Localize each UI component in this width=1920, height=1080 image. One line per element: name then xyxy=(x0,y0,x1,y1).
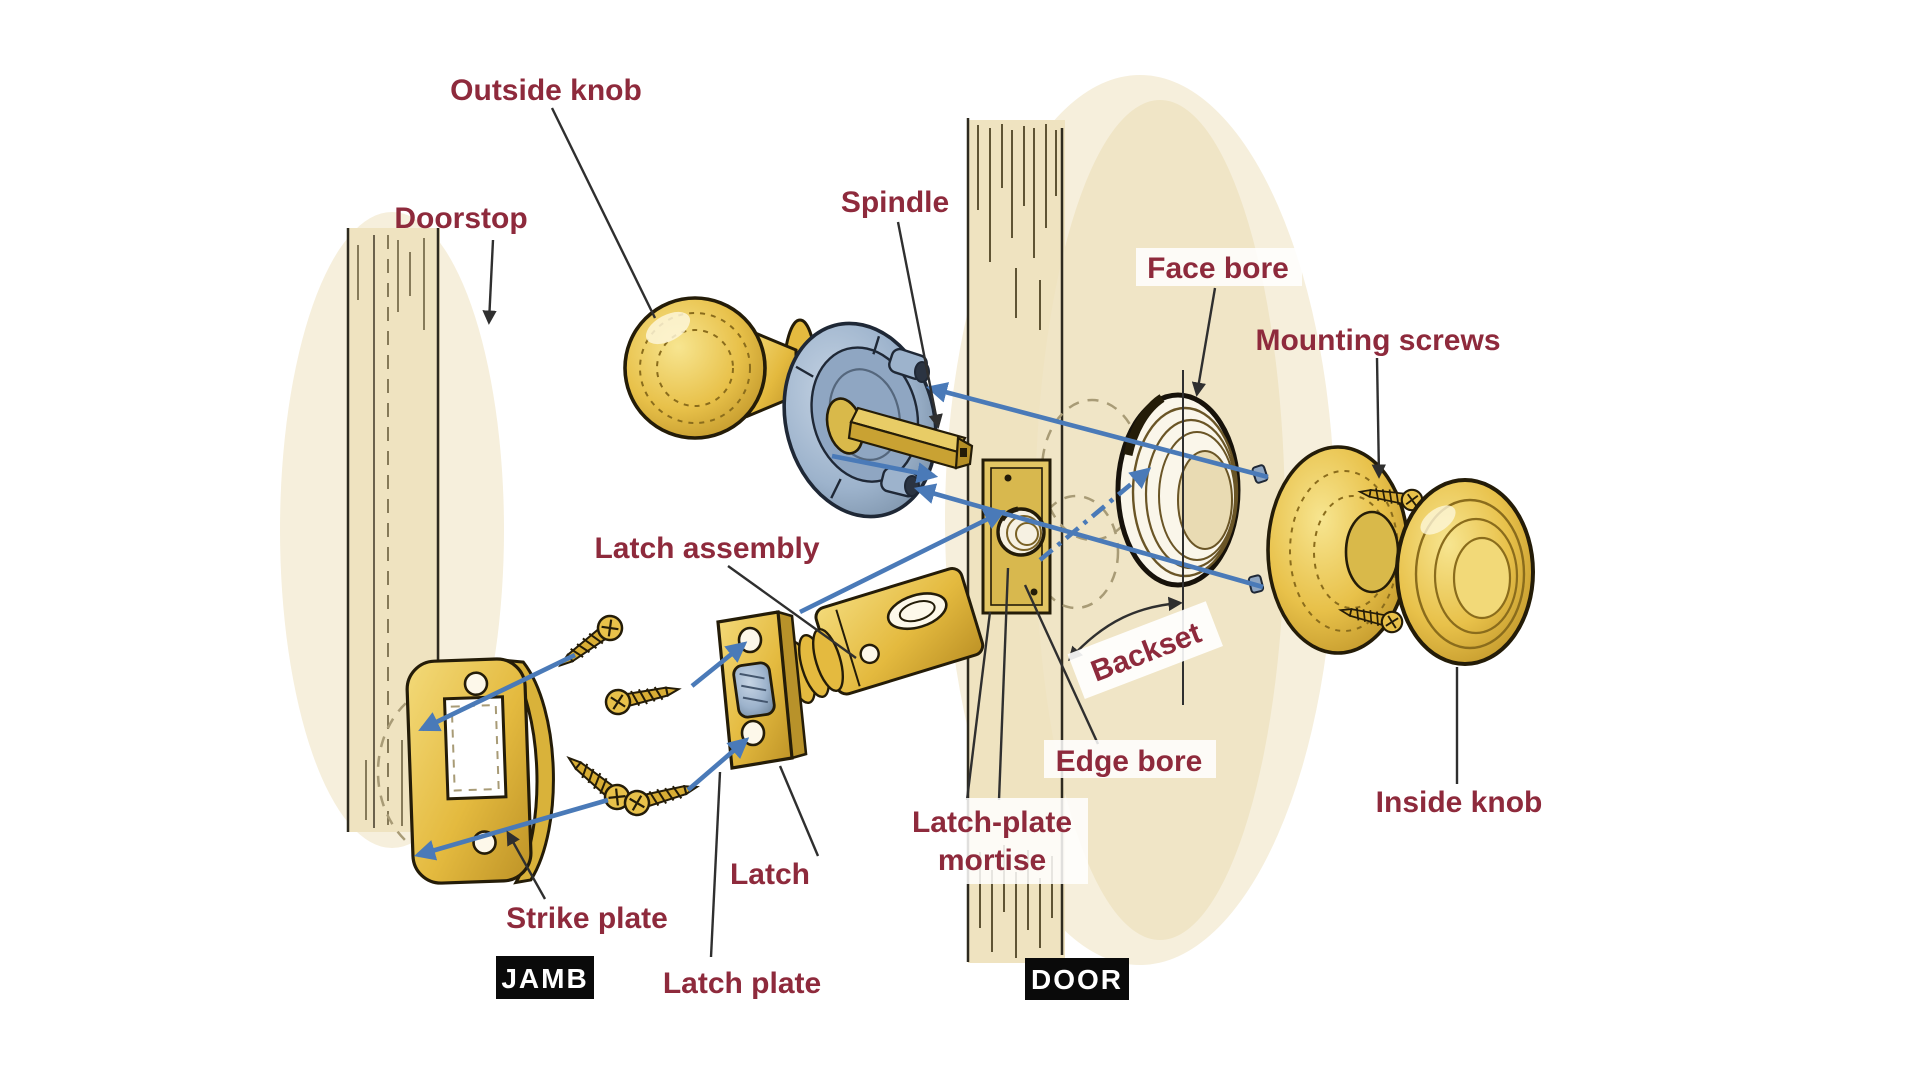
inside-knob-ring-2 xyxy=(1433,517,1519,635)
leader-latch xyxy=(778,765,820,857)
leader-doorstop xyxy=(482,239,497,325)
leader-latch-assembly xyxy=(727,565,857,659)
knob-dome xyxy=(623,296,767,440)
label-spindle: Spindle xyxy=(841,186,949,219)
door-badge-bg xyxy=(1025,958,1129,1000)
door-badge-text: DOOR xyxy=(1031,964,1123,995)
backset-dimension-arrow xyxy=(1068,596,1183,662)
face-bore-rim-shadow xyxy=(1123,394,1165,457)
collar-ring-3 xyxy=(811,627,845,693)
knob-ring-2 xyxy=(656,329,734,407)
inside-knob-ring-1 xyxy=(1414,498,1526,650)
inside-knob-illustration xyxy=(1247,445,1535,666)
label-face-bore: Face bore xyxy=(1147,252,1289,285)
arrow-screw-to-latchplate-top xyxy=(690,641,748,688)
door-illustration xyxy=(945,75,1335,965)
leader-mortise-2 xyxy=(965,611,992,801)
knob-highlight xyxy=(645,311,691,345)
leader-edge-bore xyxy=(1023,584,1100,745)
strike-plate-opening xyxy=(442,695,508,801)
arrow-rose-to-chassis-bottom xyxy=(913,483,1264,590)
rose-hub xyxy=(1344,510,1400,594)
chassis-notch-1 xyxy=(795,365,814,378)
jamb-badge: JAMB xyxy=(496,956,594,999)
strike-screw-hole-top xyxy=(463,671,489,697)
leader-strike-plate xyxy=(506,830,547,900)
label-chip-edge-bore xyxy=(1044,740,1216,778)
leader-outside-knob xyxy=(550,107,657,319)
chassis-illustration xyxy=(782,321,974,519)
latch-plate-illustration xyxy=(716,610,808,770)
dashed-bore-circle-2 xyxy=(1032,494,1120,610)
latch-barrel xyxy=(814,566,985,696)
arrow-centerline-to-facebore xyxy=(1038,467,1152,562)
label-latch-assembly: Latch assembly xyxy=(594,532,819,565)
label-latch-plate: Latch plate xyxy=(663,967,821,1000)
arrow-latch-to-mortise xyxy=(798,509,1006,615)
label-latch-plate-mortise-1: Latch-plate xyxy=(912,806,1072,839)
arrow-rose-to-chassis-top xyxy=(925,382,1269,480)
face-bore-wall-back xyxy=(1177,450,1233,550)
label-doorstop: Doorstop xyxy=(394,202,527,235)
latch-plate-hole-top xyxy=(737,626,763,654)
leader-latch-plate xyxy=(709,771,722,958)
label-chip-mortise xyxy=(896,798,1088,884)
face-bore-illustration xyxy=(1115,392,1241,588)
label-latch-plate-mortise-2: mortise xyxy=(938,844,1046,877)
leader-spindle xyxy=(896,221,943,429)
inside-knob-face xyxy=(1452,536,1512,620)
inside-knob-highlight xyxy=(1420,505,1456,535)
label-latch: Latch xyxy=(730,858,810,891)
latch-case-hole xyxy=(859,643,880,665)
door-grain-top xyxy=(977,124,1057,330)
leader-face-bore xyxy=(1191,287,1217,397)
strike-plate-illustration xyxy=(376,657,555,885)
label-strike-plate: Strike plate xyxy=(506,902,668,935)
mortise-screw-dot-top xyxy=(1004,474,1012,482)
label-chip-face-bore xyxy=(1136,248,1302,286)
label-outside-knob: Outside knob xyxy=(450,74,642,107)
post-bottom-hole xyxy=(904,475,920,497)
latch-cam-inner xyxy=(898,600,936,623)
mortise-screw-dot-bottom xyxy=(1030,588,1038,596)
spindle-end-hole xyxy=(960,448,967,457)
knob-ring-1 xyxy=(639,312,751,424)
chassis-notch-3 xyxy=(830,478,842,499)
arrow-spindle-to-mortise xyxy=(831,453,939,484)
door-badge: DOOR xyxy=(1025,958,1129,1000)
latch-bolt xyxy=(732,661,776,719)
edge-bore-ring-1 xyxy=(1006,515,1042,551)
label-edge-bore: Edge bore xyxy=(1056,745,1203,778)
leader-mounting-screws xyxy=(1371,357,1387,479)
label-chip-backset xyxy=(1067,601,1223,700)
chassis-notch-2 xyxy=(872,335,881,355)
labels: Outside knob Doorstop Spindle Face bore … xyxy=(394,74,1542,1000)
arrow-screw-to-latchplate-bottom xyxy=(686,737,750,792)
face-bore-wall-3 xyxy=(1158,431,1236,561)
strike-plate-side xyxy=(505,658,555,885)
latch-case-seam xyxy=(835,609,861,687)
arrow-screw-to-strike-top xyxy=(418,652,577,732)
latch-plate-mortise-illustration xyxy=(981,458,1052,615)
jamb-badge-text: JAMB xyxy=(501,963,588,994)
label-mounting-screws: Mounting screws xyxy=(1255,324,1500,357)
label-inside-knob: Inside knob xyxy=(1376,786,1543,819)
assembly-arrows xyxy=(413,382,1269,861)
jamb-badge-bg xyxy=(496,956,594,999)
latch-bolt-hatch xyxy=(739,672,769,704)
arrow-screw-to-strike-bottom xyxy=(413,797,609,861)
leader-mortise-1 xyxy=(997,567,1010,801)
edge-bore-ring-2 xyxy=(1015,522,1039,546)
